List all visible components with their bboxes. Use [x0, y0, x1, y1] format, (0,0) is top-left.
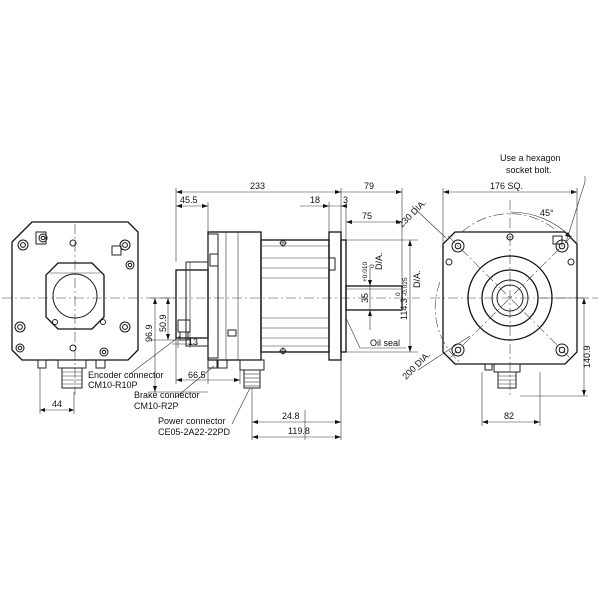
- dim-18: 18: [310, 195, 320, 205]
- dim-114-3-tol-lower: -0.025: [402, 277, 409, 296]
- dim-75: 75: [362, 211, 372, 221]
- dim-45-5: 45.5: [180, 195, 198, 205]
- hex-bolt-note-2: socket bolt.: [506, 165, 552, 175]
- power-connector-label: Power connector: [158, 416, 226, 426]
- dim-35-tol-upper: +0.010: [362, 262, 369, 282]
- side-power-connector: [239, 359, 265, 389]
- brake-connector-part: CM10-R2P: [134, 401, 179, 411]
- dim-35-dia: D/A.: [374, 252, 384, 270]
- dim-233: 233: [250, 181, 265, 191]
- dim-119-8: 119.8: [288, 426, 310, 436]
- dim-140-9: 140.9: [582, 345, 592, 368]
- dim-45-deg: 45°: [540, 208, 554, 218]
- dim-96-9: 96.9: [144, 324, 154, 342]
- rear-power-connector: [57, 359, 87, 389]
- side-view: 233 79 45.5 18 3 75 35 +0.010 0 D/A.: [88, 181, 422, 440]
- dim-114-3: 114.3: [399, 298, 409, 320]
- encoder-connector-part: CM10-R10P: [88, 380, 138, 390]
- dim-114-3-tol-upper: 0: [395, 292, 402, 296]
- dim-13: 13: [188, 337, 198, 347]
- dim-200-dia: 200 DIA.: [400, 350, 432, 382]
- dim-44: 44: [52, 399, 62, 409]
- dim-114-3-dia: D/A.: [412, 270, 422, 288]
- dim-79: 79: [364, 181, 374, 191]
- front-power-connector: [493, 363, 521, 389]
- dim-35: 35: [360, 293, 370, 303]
- power-connector-part: CE05-2A22-22PD: [158, 427, 231, 437]
- front-view: 176 SQ. 45° Use a hexagon socket bolt. 2…: [396, 153, 598, 426]
- encoder-connector-label: Encoder connector: [88, 370, 164, 380]
- dim-35-tol-lower: 0: [369, 264, 376, 268]
- rear-bolt-holes: [14, 233, 135, 357]
- dim-230-dia: 230 DIA.: [396, 198, 428, 230]
- hex-bolt-note-1: Use a hexagon: [500, 153, 561, 163]
- dim-50-9: 50.9: [158, 314, 168, 332]
- dim-24-8: 24.8: [282, 411, 300, 421]
- oil-seal-label: Oil seal: [370, 338, 400, 348]
- brake-connector-label: Brake connector: [134, 390, 200, 400]
- dim-66-5: 66.5: [188, 370, 206, 380]
- rear-view: 44: [2, 221, 155, 414]
- dim-82: 82: [504, 411, 514, 421]
- dim-176-sq: 176 SQ.: [490, 181, 523, 191]
- dim-3: 3: [343, 195, 348, 205]
